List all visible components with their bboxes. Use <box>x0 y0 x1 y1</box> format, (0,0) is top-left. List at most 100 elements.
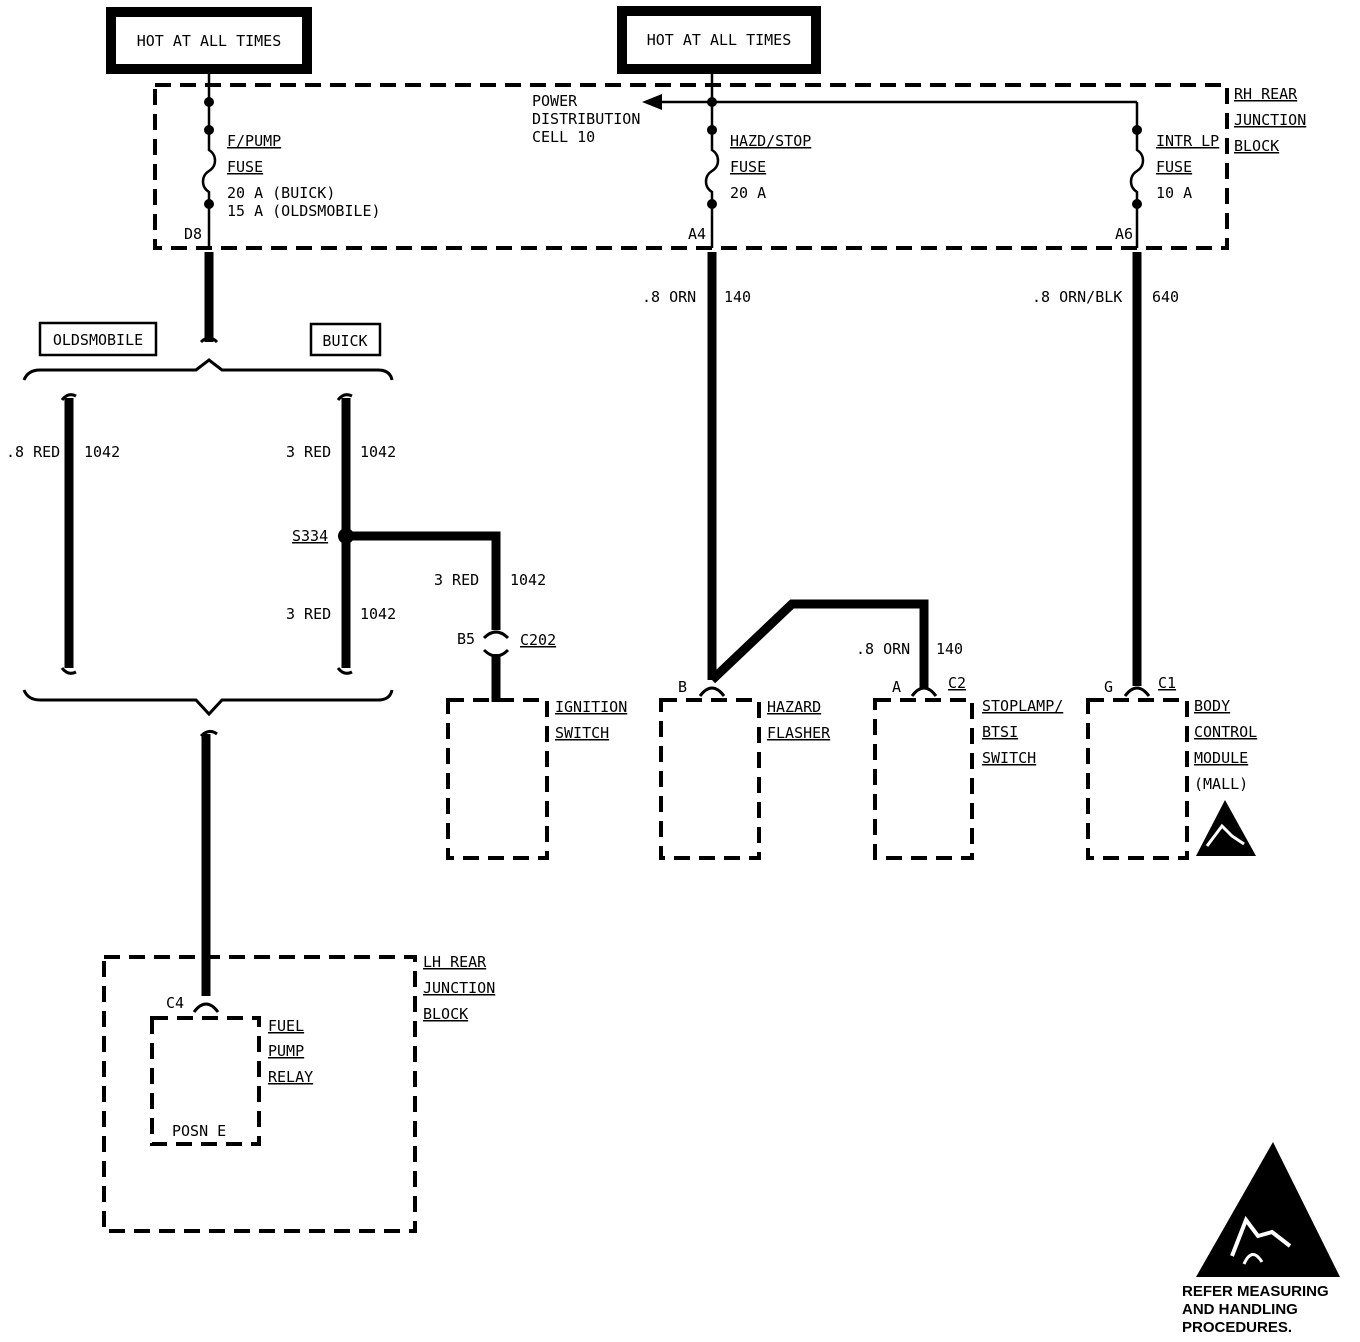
svg-text:S334: S334 <box>292 527 328 545</box>
svg-text:SWITCH: SWITCH <box>982 749 1036 767</box>
svg-text:3 RED: 3 RED <box>286 605 331 623</box>
fuse-intr-lp: INTR LP FUSE 10 A A6 <box>1115 102 1219 248</box>
svg-text:HAZARD: HAZARD <box>767 698 821 716</box>
svg-text:640: 640 <box>1152 288 1179 306</box>
svg-text:15 A (OLDSMOBILE): 15 A (OLDSMOBILE) <box>227 202 381 220</box>
fuel-pump-relay-connector: C4 <box>166 994 220 1013</box>
wire-140: .8 ORN 140 .8 ORN 140 <box>642 252 963 688</box>
svg-text:STOPLAMP/: STOPLAMP/ <box>982 697 1063 715</box>
svg-text:HAZD/STOP: HAZD/STOP <box>730 132 811 150</box>
svg-text:SWITCH: SWITCH <box>555 724 609 742</box>
svg-text:LH REAR: LH REAR <box>423 953 487 971</box>
svg-text:20 A (BUICK): 20 A (BUICK) <box>227 184 335 202</box>
svg-text:A6: A6 <box>1115 225 1133 243</box>
lh-rear-junction-block-label: LH REAR JUNCTION BLOCK <box>423 953 495 1023</box>
svg-text:D8: D8 <box>184 225 202 243</box>
svg-text:A4: A4 <box>688 225 706 243</box>
hot-at-all-times-left: HOT AT ALL TIMES <box>106 7 312 74</box>
svg-text:JUNCTION: JUNCTION <box>1234 111 1306 129</box>
svg-text:FLASHER: FLASHER <box>767 724 831 742</box>
svg-text:B: B <box>678 678 687 696</box>
svg-text:CELL 10: CELL 10 <box>532 128 595 146</box>
ignition-switch-label: IGNITION SWITCH <box>555 698 627 742</box>
svg-text:IGNITION: IGNITION <box>555 698 627 716</box>
wire-640: .8 ORN/BLK 640 <box>1032 252 1179 686</box>
svg-text:FUSE: FUSE <box>730 158 766 176</box>
svg-text:CONTROL: CONTROL <box>1194 723 1257 741</box>
svg-text:REFER MEASURING: REFER MEASURING <box>1182 1283 1329 1300</box>
buick-tag <box>309 322 382 357</box>
svg-text:MODULE: MODULE <box>1194 749 1248 767</box>
option-brace-top <box>22 358 394 381</box>
svg-text:BLOCK: BLOCK <box>423 1005 468 1023</box>
svg-text:BODY: BODY <box>1194 697 1230 715</box>
power-distribution-bus: POWER DISTRIBUTION CELL 10 <box>532 92 1137 146</box>
stoplamp-switch-box <box>873 698 974 860</box>
svg-text:10 A: 10 A <box>1156 184 1192 202</box>
svg-text:C2: C2 <box>948 674 966 692</box>
svg-text:C202: C202 <box>520 631 556 649</box>
svg-text:.8 ORN: .8 ORN <box>642 288 696 306</box>
bcm-box <box>1086 698 1189 860</box>
hazard-flasher-connector: B <box>678 678 726 697</box>
esd-warning-icon <box>1196 1142 1340 1277</box>
svg-text:HOT AT ALL TIMES: HOT AT ALL TIMES <box>137 32 282 50</box>
stoplamp-switch-label: STOPLAMP/ BTSI SWITCH <box>982 697 1063 767</box>
svg-text:1042: 1042 <box>510 571 546 589</box>
svg-text:FUSE: FUSE <box>1156 158 1192 176</box>
rh-rear-junction-block-label: RH REAR JUNCTION BLOCK <box>1234 85 1306 155</box>
svg-text:B5: B5 <box>457 630 475 648</box>
svg-text:1042: 1042 <box>360 443 396 461</box>
esd-note: REFER MEASURING AND HANDLING PROCEDURES. <box>1182 1283 1329 1336</box>
splice-s334: S334 <box>292 527 354 545</box>
svg-text:PUMP: PUMP <box>268 1042 304 1060</box>
svg-text:HOT AT ALL TIMES: HOT AT ALL TIMES <box>647 31 792 49</box>
svg-text:140: 140 <box>936 640 963 658</box>
svg-text:BTSI: BTSI <box>982 723 1018 741</box>
ignition-switch-box <box>446 698 549 860</box>
svg-text:RH REAR: RH REAR <box>1234 85 1298 103</box>
fuse-fpump: F/PUMP FUSE 20 A (BUICK) 15 A (OLDSMOBIL… <box>184 69 381 248</box>
svg-text:F/PUMP: F/PUMP <box>227 132 281 150</box>
svg-text:3 RED: 3 RED <box>286 443 331 461</box>
svg-text:RELAY: RELAY <box>268 1068 313 1086</box>
svg-text:C1: C1 <box>1158 674 1176 692</box>
bcm-label: BODY CONTROL MODULE (MALL) <box>1194 697 1257 793</box>
svg-text:POWER: POWER <box>532 92 578 110</box>
oldsmobile-wire-1042: .8 RED 1042 <box>6 393 120 675</box>
svg-text:PROCEDURES.: PROCEDURES. <box>1182 1319 1292 1336</box>
svg-text:A: A <box>892 678 901 696</box>
stoplamp-connector-c2: A C2 <box>892 674 966 697</box>
bcm-connector-c1: G C1 <box>1104 674 1176 697</box>
wire-1042-ignition: 3 RED 1042 <box>346 531 546 630</box>
svg-text:FUEL: FUEL <box>268 1017 304 1035</box>
svg-text:INTR LP: INTR LP <box>1156 132 1219 150</box>
wire-1042-feed <box>199 252 219 344</box>
lh-rear-junction-block-outline <box>102 955 417 1233</box>
hazard-flasher-label: HAZARD FLASHER <box>767 698 831 742</box>
fuse-hazd-stop: HAZD/STOP FUSE 20 A A4 <box>688 69 811 248</box>
connector-c202: B5 C202 <box>457 630 556 702</box>
svg-text:DISTRIBUTION: DISTRIBUTION <box>532 110 640 128</box>
svg-text:BLOCK: BLOCK <box>1234 137 1279 155</box>
svg-text:(MALL): (MALL) <box>1194 775 1248 793</box>
svg-text:AND HANDLING: AND HANDLING <box>1182 1301 1298 1318</box>
svg-text:.8 ORN: .8 ORN <box>856 640 910 658</box>
esd-warning-small-icon <box>1196 800 1256 856</box>
svg-text:140: 140 <box>724 288 751 306</box>
svg-text:20 A: 20 A <box>730 184 766 202</box>
svg-text:G: G <box>1104 678 1113 696</box>
fuel-pump-relay-label: FUEL PUMP RELAY POSN E <box>172 1017 313 1140</box>
oldsmobile-tag <box>38 321 158 357</box>
buick-label: BUICK <box>322 332 367 350</box>
svg-text:1042: 1042 <box>84 443 120 461</box>
hazard-flasher-box <box>659 698 761 860</box>
svg-text:FUSE: FUSE <box>227 158 263 176</box>
hot-at-all-times-middle: HOT AT ALL TIMES <box>617 6 821 74</box>
svg-text:1042: 1042 <box>360 605 396 623</box>
svg-text:3 RED: 3 RED <box>434 571 479 589</box>
svg-text:.8 ORN/BLK: .8 ORN/BLK <box>1032 288 1122 306</box>
rh-rear-junction-block-outline <box>153 83 1229 250</box>
wire-to-fuel-pump-relay <box>199 729 218 996</box>
